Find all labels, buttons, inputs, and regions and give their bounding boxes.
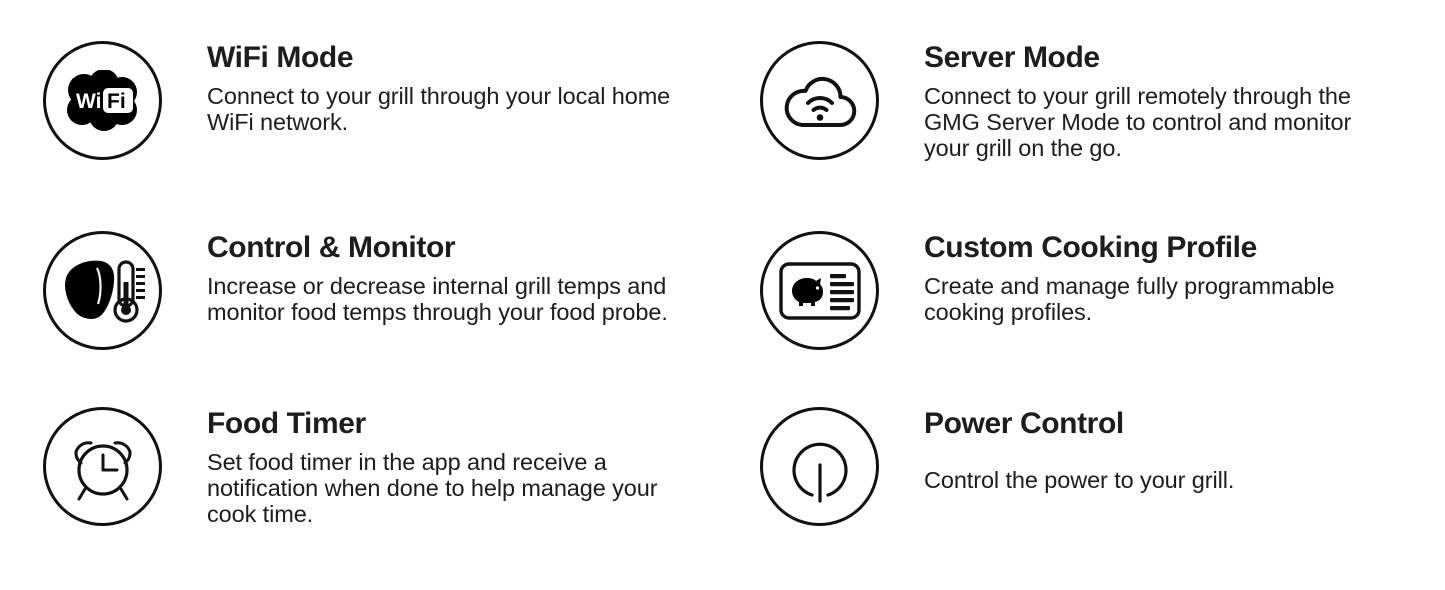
cloud-wifi-icon <box>760 41 879 160</box>
description-line: your grill on the go. <box>924 135 1122 161</box>
description-line: monitor food temps through your food pro… <box>207 299 668 325</box>
feature-item-server-mode: Server Mode Connect to your grill remote… <box>760 41 1424 161</box>
description-line: cook time. <box>207 501 314 527</box>
svg-text:Fi: Fi <box>107 90 126 113</box>
meat-thermometer-icon <box>43 231 162 350</box>
feature-description: Increase or decrease internal grill temp… <box>207 273 707 325</box>
feature-title: Server Mode <box>924 41 1100 74</box>
description-line: GMG Server Mode to control and monitor <box>924 109 1352 135</box>
svg-text:Wi: Wi <box>76 90 101 113</box>
feature-item-power-control: Power Control Control the power to your … <box>760 407 1424 526</box>
feature-title: Power Control <box>924 407 1124 440</box>
description-line: Set food timer in the app and receive a <box>207 449 607 475</box>
description-line: Increase or decrease internal grill temp… <box>207 273 667 299</box>
feature-text-power-control: Power Control Control the power to your … <box>924 407 1424 493</box>
description-line: WiFi network. <box>207 109 349 135</box>
description-line: notification when done to help manage yo… <box>207 475 658 501</box>
feature-item-food-timer: Food Timer Set food timer in the app and… <box>43 407 707 527</box>
wifi-logo-icon: Wi Fi <box>43 41 162 160</box>
feature-text-wifi-mode: WiFi Mode Connect to your grill through … <box>207 41 707 135</box>
feature-item-wifi-mode: Wi Fi WiFi Mode Connect to your grill th… <box>43 41 707 160</box>
feature-description: Control the power to your grill. <box>924 467 1424 493</box>
description-line: Connect to your grill through your local… <box>207 83 671 109</box>
feature-item-control-monitor: Control & Monitor Increase or decrease i… <box>43 231 707 350</box>
feature-title: Control & Monitor <box>207 231 456 264</box>
feature-text-custom-cooking-profile: Custom Cooking Profile Create and manage… <box>924 231 1424 325</box>
feature-description: Connect to your grill through your local… <box>207 83 707 135</box>
feature-title: Custom Cooking Profile <box>924 231 1257 264</box>
description-line: Control the power to your grill. <box>924 467 1235 493</box>
feature-text-server-mode: Server Mode Connect to your grill remote… <box>924 41 1424 161</box>
feature-title: Food Timer <box>207 407 366 440</box>
feature-text-food-timer: Food Timer Set food timer in the app and… <box>207 407 707 527</box>
feature-description: Connect to your grill remotely through t… <box>924 83 1424 161</box>
feature-text-control-monitor: Control & Monitor Increase or decrease i… <box>207 231 707 325</box>
feature-description: Set food timer in the app and receive a … <box>207 449 707 527</box>
description-line: Create and manage fully programmable <box>924 273 1335 299</box>
description-line: cooking profiles. <box>924 299 1093 325</box>
feature-title: WiFi Mode <box>207 41 354 74</box>
description-line: Connect to your grill remotely through t… <box>924 83 1351 109</box>
feature-item-custom-cooking-profile: Custom Cooking Profile Create and manage… <box>760 231 1424 350</box>
power-button-icon <box>760 407 879 526</box>
feature-description: Create and manage fully programmable coo… <box>924 273 1424 325</box>
alarm-clock-icon <box>43 407 162 526</box>
pig-profile-card-icon <box>760 231 879 350</box>
